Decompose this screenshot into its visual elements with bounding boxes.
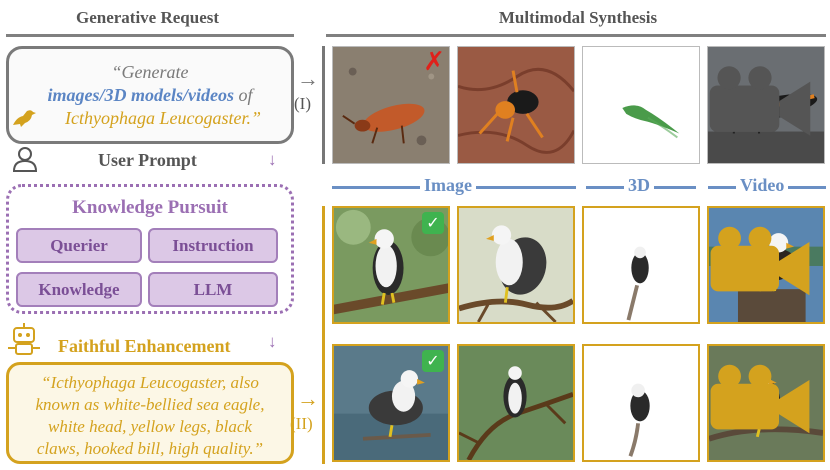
multimodal-synthesis-header: Multimodal Synthesis — [498, 8, 658, 27]
row2-3d-1 — [582, 206, 700, 324]
llm-chip: LLM — [148, 272, 278, 307]
row2-image-1: ✓ — [332, 206, 450, 324]
arrow-row-2: → — [297, 386, 319, 411]
row-2-bracket — [322, 206, 325, 464]
request-text: “Generate images/3D models/videos of Ict… — [9, 61, 291, 130]
arrow-row-1: → — [297, 66, 319, 91]
bird-icon — [13, 110, 36, 127]
3d-column-label: 3D — [624, 175, 654, 196]
right-header-rule — [326, 34, 826, 37]
faithful-enhancement-label: Faithful Enhancement — [58, 336, 231, 356]
generative-request-header: Generative Request — [75, 8, 220, 27]
down-arrow-1: ↓ — [268, 150, 277, 169]
robot-icon — [8, 323, 40, 355]
down-arrow-2: ↓ — [268, 332, 277, 351]
user-prompt-label: User Prompt — [98, 150, 197, 170]
image-column-label: Image — [420, 175, 476, 196]
video-column-label: Video — [736, 175, 789, 196]
enhanced-prompt-box: “Icthyophaga Leucogaster, also known as … — [6, 362, 294, 464]
request-line-2: images/3D models/videos of — [47, 85, 253, 105]
row-1-label: (I) — [294, 94, 311, 113]
row2-image-2 — [457, 206, 575, 324]
enhanced-prompt-text: “Icthyophaga Leucogaster, also known as … — [35, 373, 265, 458]
row1-video-1 — [707, 46, 825, 164]
check-icon: ✓ — [422, 350, 444, 372]
check-icon: ✓ — [422, 212, 444, 234]
row-2-label: (II) — [290, 414, 313, 433]
species-name: Icthyophaga Leucogaster.” — [65, 108, 261, 128]
cross-icon: ✗ — [423, 47, 445, 77]
row1-image-2 — [457, 46, 575, 164]
instruction-chip: Instruction — [148, 228, 278, 263]
user-icon — [12, 147, 38, 172]
row-1-bracket — [322, 46, 325, 164]
row1-image-1: ✗ — [332, 46, 450, 164]
request-line-3: Icthyophaga Leucogaster.” — [9, 107, 291, 130]
row2-video-1 — [707, 206, 825, 324]
left-header-rule — [6, 34, 294, 37]
generative-request-box: “Generate images/3D models/videos of Ict… — [6, 46, 294, 144]
knowledge-chip: Knowledge — [16, 272, 142, 307]
querier-chip: Querier — [16, 228, 142, 263]
video-camera-icon — [710, 364, 810, 434]
row2-image-3: ✓ — [332, 344, 450, 462]
video-camera-icon — [709, 66, 811, 136]
row2-video-2 — [707, 344, 825, 462]
row2-image-4 — [457, 344, 575, 462]
request-modalities: images/3D models/videos — [47, 85, 234, 105]
video-camera-icon — [710, 226, 810, 296]
row2-3d-2 — [582, 344, 700, 462]
row1-3d-1 — [582, 46, 700, 164]
knowledge-pursuit-title: Knowledge Pursuit — [72, 197, 228, 218]
request-line-1: “Generate — [111, 62, 189, 82]
